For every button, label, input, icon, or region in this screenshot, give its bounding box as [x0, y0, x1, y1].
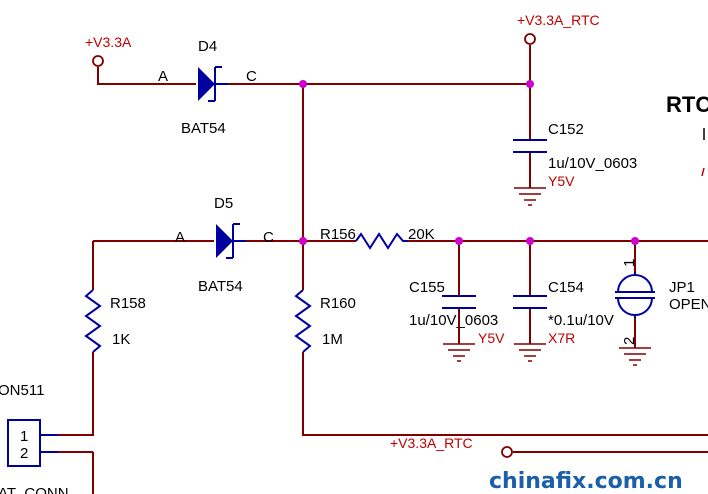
- capacitor-c152: C152 1u/10V_0603 Y5V: [513, 121, 637, 206]
- wires: [58, 45, 708, 494]
- junction-node: [299, 80, 307, 88]
- connector-ref: ON511: [0, 382, 44, 399]
- d5-pin-a: A: [175, 229, 185, 246]
- resistor-r160: R160 1M: [294, 289, 356, 353]
- d4-pin-c: C: [246, 68, 257, 85]
- net-label-v33a: +V3.3A: [85, 34, 132, 50]
- jumper-jp1: 1 2 JP1 OPEN: [615, 259, 708, 366]
- rtc-title: RTC: [666, 92, 708, 117]
- c154-value: *0.1u/10V: [548, 312, 614, 329]
- r160-ref: R160: [320, 295, 356, 312]
- junction-nodes: [299, 80, 639, 245]
- d5-value: BAT54: [198, 278, 243, 295]
- jp1-value: OPEN: [669, 296, 708, 313]
- d4-ref: D4: [198, 38, 217, 55]
- c154-ref: C154: [548, 279, 584, 296]
- junction-node: [526, 80, 534, 88]
- sheet-title: RTC: [666, 92, 708, 177]
- watermark: chinafix.com.cn: [484, 466, 708, 494]
- connector-pin1: 1: [20, 428, 28, 445]
- r160-value: 1M: [322, 331, 343, 348]
- jp1-pin2: 2: [621, 337, 638, 345]
- net-label-v33a-rtc-bottom: +V3.3A_RTC: [390, 435, 473, 451]
- d5-ref: D5: [214, 195, 233, 212]
- r156-ref: R156: [320, 226, 356, 243]
- net-v33a: +V3.3A: [85, 34, 132, 67]
- jp1-pin1: 1: [621, 259, 638, 267]
- junction-node: [299, 237, 307, 245]
- junction-node: [631, 237, 639, 245]
- capacitor-c155: C155 1u/10V_0603 Y5V: [409, 279, 505, 362]
- jp1-ref: JP1: [669, 279, 695, 296]
- capacitor-c154: C154 *0.1u/10V X7R: [513, 279, 614, 362]
- net-v33a-rtc-bottom: +V3.3A_RTC: [390, 435, 513, 458]
- c155-ref: C155: [409, 279, 445, 296]
- net-v33a-rtc-top: +V3.3A_RTC: [517, 12, 600, 45]
- r156-value: 20K: [408, 226, 435, 243]
- c155-value: 1u/10V_0603: [409, 312, 498, 329]
- junction-node: [526, 237, 534, 245]
- c152-dielectric: Y5V: [548, 173, 575, 189]
- diode-d5: D5 BAT54 A C: [175, 195, 274, 295]
- connector-name: AT_CONN: [0, 485, 69, 494]
- net-label-v33a-rtc-top: +V3.3A_RTC: [517, 12, 600, 28]
- resistor-r158: R158 1K: [84, 289, 146, 353]
- d5-pin-c: C: [263, 229, 274, 246]
- connector: 1 2 ON511 AT_CONN: [0, 382, 69, 494]
- c152-ref: C152: [548, 121, 584, 138]
- d4-pin-a: A: [158, 68, 168, 85]
- connector-pin2: 2: [20, 445, 28, 462]
- junction-node: [455, 237, 463, 245]
- diode-d4: D4 BAT54 A C: [158, 38, 257, 137]
- c152-value: 1u/10V_0603: [548, 155, 637, 172]
- d4-value: BAT54: [181, 120, 226, 137]
- r158-value: 1K: [112, 331, 130, 348]
- resistor-r156: R156 20K: [320, 226, 435, 250]
- c154-dielectric: X7R: [548, 330, 575, 346]
- watermark-text: chinafix.com.cn: [489, 469, 683, 494]
- c155-dielectric: Y5V: [478, 330, 505, 346]
- r158-ref: R158: [110, 295, 146, 312]
